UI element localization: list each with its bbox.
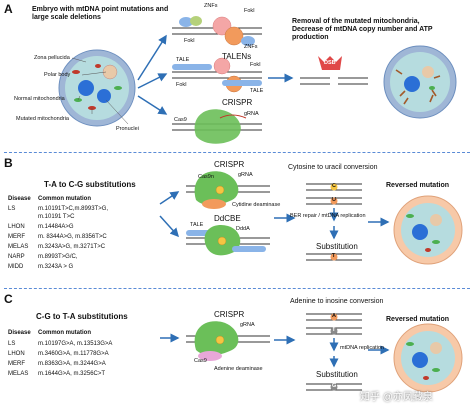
substitution-label-c: Substitution: [316, 370, 358, 379]
crispr-label-c: CRISPR: [214, 310, 245, 319]
reversed-mutation-b: Reversed mutation: [386, 182, 450, 189]
crispr-construct-a: [172, 109, 262, 144]
znfs-construct: [172, 16, 262, 46]
reversed-mutation-c: Reversed mutation: [386, 316, 450, 323]
embryo-cell-a: [58, 49, 136, 127]
header-mutation-c: Common mutation: [38, 330, 91, 336]
znfs-label-bottom: ZNFs: [244, 44, 258, 50]
cas9-label-a: Cas9: [174, 117, 187, 123]
result-cell-c: [393, 323, 463, 393]
label-zona: Zona pellucida: [34, 55, 70, 61]
dsb-label: DSB: [324, 60, 336, 66]
ddda-label: DddA: [236, 226, 250, 232]
talens-label: TALENs: [222, 52, 252, 61]
label-polar-body: Polar body: [44, 72, 71, 78]
header-mutation-b: Common mutation: [38, 196, 91, 202]
mtdna-replication-label: mtDNA replication: [340, 345, 385, 351]
foki-label-bottom: FokI: [184, 38, 195, 44]
panel-a-result-text: Removal of the mutated mitochondria, Dec…: [292, 18, 433, 41]
substitution-label-b: Substitution: [316, 242, 358, 251]
tale-label-b: TALE: [190, 222, 204, 228]
crispr-label-b: CRISPR: [214, 160, 245, 169]
foki-label-talen-2: FokI: [176, 82, 187, 88]
ddcbe-construct: [186, 224, 270, 256]
dsb-dna: [300, 56, 368, 85]
base-t: T: [332, 253, 336, 259]
adenine-conversion-label: Adenine to inosine conversion: [290, 298, 384, 305]
tool-arrows-a: [137, 34, 168, 115]
panel-a-title: Embryo with mtDNA point mutations and la…: [32, 6, 169, 21]
tale-label-top: TALE: [176, 57, 190, 63]
ddcbe-label: DdCBE: [214, 214, 241, 223]
adenine-deaminase-label: Adenine deaminase: [214, 366, 263, 372]
header-disease-c: Disease: [8, 330, 31, 336]
tool-arrows-b: [159, 191, 180, 238]
crispr-label-a: CRISPR: [222, 98, 253, 107]
conversion-c-dna: [306, 313, 362, 391]
watermark: 知乎 @亦凤藏泉: [360, 392, 433, 403]
panel-c-letter: C: [4, 292, 13, 306]
panel-c-table-header: Disease Common mutation: [8, 330, 158, 337]
ber-repair-label: BER repair / mtDNA replication: [290, 213, 366, 219]
panel-b-title: T-A to C-G substitutions: [44, 180, 136, 189]
panel-b-letter: B: [4, 156, 13, 170]
result-cell-b: [393, 195, 463, 265]
panel-a-letter: A: [4, 2, 13, 16]
panel-c-title: C-G to T-A substitutions: [36, 312, 128, 321]
base-a: A: [332, 313, 336, 319]
base-u: U: [332, 197, 336, 203]
label-pronuclei: Pronuclei: [116, 126, 139, 132]
cytosine-conversion-label: Cytosine to uracil conversion: [288, 164, 378, 171]
base-i: I: [333, 327, 335, 333]
tale-label-bottom: TALE: [250, 88, 264, 94]
section-divider-ab: [4, 152, 470, 153]
foki-label-top: FokI: [244, 8, 255, 14]
section-divider-bc: [4, 288, 470, 289]
znfs-label-top: ZNFs: [204, 3, 218, 9]
grna-label-b: gRNA: [238, 172, 253, 178]
conversion-b-dna: [306, 183, 362, 261]
base-c: C: [332, 183, 336, 189]
talens-construct: [172, 57, 262, 93]
result-cell-a: [383, 45, 457, 119]
crispr-construct-c: [186, 321, 270, 361]
label-leaders-a: [71, 57, 129, 125]
label-mutated-mito: Mutated mitochondria: [16, 116, 69, 122]
table-row: m.10191 T>C: [38, 214, 75, 220]
header-disease-b: Disease: [8, 196, 31, 202]
grna-label-a: gRNA: [244, 111, 259, 117]
grna-label-c: gRNA: [240, 322, 255, 328]
panel-b-table-header: Disease Common mutation: [8, 196, 158, 203]
cytidine-deaminase-label: Cytidine deaminase: [232, 202, 281, 208]
cas9-label-c: Cas9: [194, 358, 207, 364]
crispr-construct-b: [186, 171, 270, 209]
foki-label-talen: FokI: [250, 62, 261, 68]
base-g: G: [332, 383, 337, 389]
cas9n-label: Cas9n: [198, 174, 214, 180]
label-normal-mito: Normal mitochondria: [14, 96, 65, 102]
